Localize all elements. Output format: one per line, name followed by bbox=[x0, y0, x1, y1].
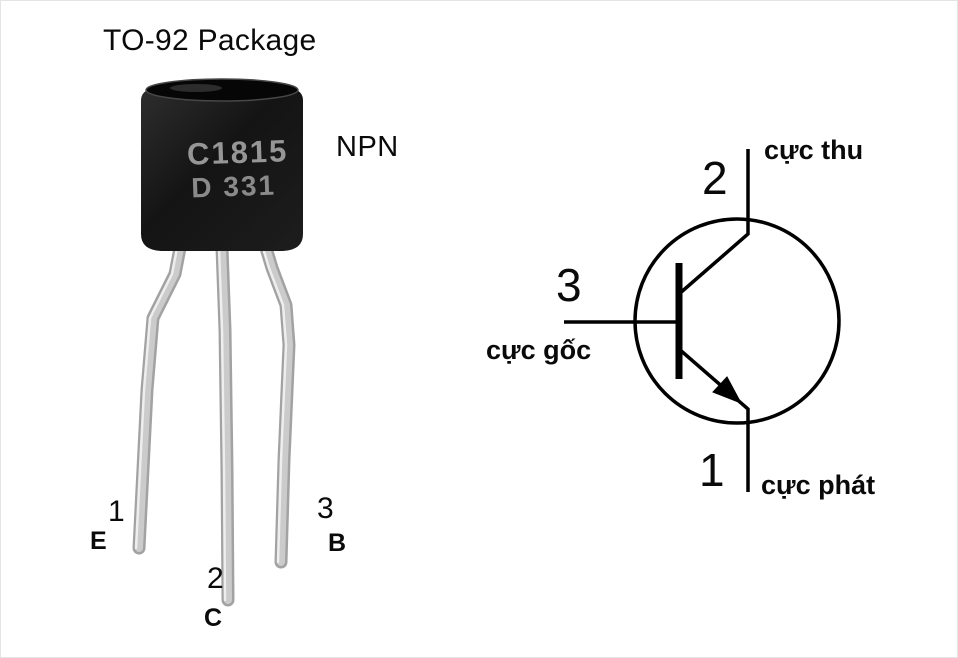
schematic-emitter-label: cực phát bbox=[761, 470, 876, 500]
schematic-collector-label: cực thu bbox=[764, 135, 864, 165]
pin1-number-label: 1 bbox=[108, 495, 125, 528]
schematic-base-number: 3 bbox=[556, 259, 582, 311]
schematic-emitter-line bbox=[677, 347, 750, 492]
package-marking-line2: D 331 bbox=[191, 170, 277, 204]
transistor-type-label: NPN bbox=[336, 131, 399, 163]
pin2-letter-label: C bbox=[204, 604, 223, 632]
pin3-number-label: 3 bbox=[317, 492, 334, 525]
schematic-emitter-number: 1 bbox=[699, 444, 725, 496]
package-body: C1815 D 331 bbox=[141, 78, 303, 251]
schematic-base-label: cực gốc bbox=[486, 335, 592, 365]
pin1-letter-label: E bbox=[90, 527, 107, 555]
pin3-letter-label: B bbox=[328, 529, 347, 557]
pin2-number-label: 2 bbox=[207, 562, 224, 595]
schematic-collector-number: 2 bbox=[702, 152, 728, 204]
package-marking-line1: C1815 bbox=[186, 133, 289, 172]
package-leg-3-base bbox=[259, 241, 296, 569]
package-leg-1-emitter bbox=[132, 241, 187, 555]
schematic-symbol bbox=[564, 149, 841, 492]
package-leg-2-collector bbox=[215, 241, 235, 607]
package-top-face bbox=[145, 78, 299, 102]
schematic-collector-line bbox=[677, 149, 750, 296]
diagram-title: TO-92 Package bbox=[103, 24, 317, 57]
schematic-emitter-arrow bbox=[712, 376, 743, 404]
